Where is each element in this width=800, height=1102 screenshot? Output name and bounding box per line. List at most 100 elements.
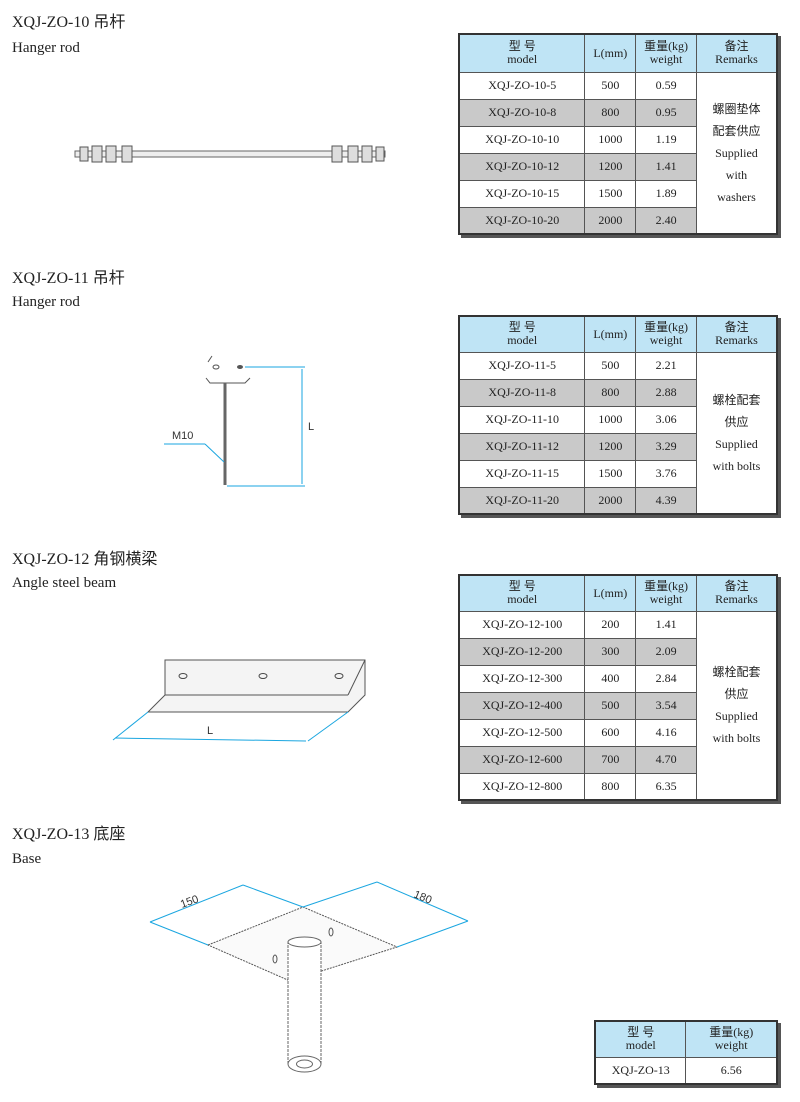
angle-steel-beam-drawing: L xyxy=(112,659,366,742)
table-cell: XQJ-ZO-12-300 xyxy=(458,664,586,693)
table-cell: XQJ-ZO-12-200 xyxy=(458,637,586,666)
table-cell: 2000 xyxy=(584,206,637,235)
table-cell: 0.59 xyxy=(635,71,697,100)
table-cell: 重量(kg)weight xyxy=(635,33,697,73)
dimension-label: 180 xyxy=(412,889,434,907)
table-cell: XQJ-ZO-12-800 xyxy=(458,772,586,801)
table-cell: L(mm) xyxy=(584,315,637,353)
section-subtitle: Hanger rod xyxy=(12,294,80,310)
section-title: XQJ-ZO-11 吊杆 xyxy=(12,270,125,287)
table-cell: L(mm) xyxy=(584,33,637,73)
table-cell: 700 xyxy=(584,745,637,774)
table-cell: washers xyxy=(717,189,756,204)
table-cell: 4.70 xyxy=(635,745,697,774)
table-cell: XQJ-ZO-10-15 xyxy=(458,179,586,208)
table-cell: XQJ-ZO-10-8 xyxy=(458,98,586,127)
table-cell: 6.35 xyxy=(635,772,697,801)
table-cell: Supplied xyxy=(715,709,758,724)
table-cell: XQJ-ZO-10-20 xyxy=(458,206,586,235)
table-cell: 1500 xyxy=(584,459,637,488)
table-cell: weight xyxy=(714,1038,748,1053)
section-title: XQJ-ZO-10 吊杆 xyxy=(12,14,126,31)
table-cell: XQJ-ZO-11-5 xyxy=(458,351,586,380)
length-label: L xyxy=(308,421,314,433)
table-cell: 螺栓配套 xyxy=(712,392,761,407)
table-cell: 型 号 xyxy=(508,39,536,54)
table-cell: 2000 xyxy=(584,486,637,515)
table-cell: 重量(kg) xyxy=(709,1025,754,1040)
table-cell: 2.21 xyxy=(635,351,697,380)
table-cell: XQJ-ZO-12-100 xyxy=(458,610,586,639)
table-cell: 3.54 xyxy=(635,691,697,720)
table-cell: 1.41 xyxy=(635,610,697,639)
table-cell: 2.09 xyxy=(635,637,697,666)
table-cell: 1.89 xyxy=(635,179,697,208)
table-cell: XQJ-ZO-11-8 xyxy=(458,378,586,407)
table-cell: 800 xyxy=(584,772,637,801)
table-cell: Remarks xyxy=(715,52,758,67)
table-cell: XQJ-ZO-11-20 xyxy=(458,486,586,515)
table-cell: 400 xyxy=(584,664,637,693)
table-cell: 6.56 xyxy=(685,1056,778,1085)
table-cell: model xyxy=(507,592,538,607)
table-cell: Supplied xyxy=(715,436,758,451)
table-cell: XQJ-ZO-10-10 xyxy=(458,125,586,154)
table-cell: with bolts xyxy=(712,458,761,473)
table-cell: 200 xyxy=(584,610,637,639)
table-cell: 重量(kg) xyxy=(644,579,689,594)
table-cell: XQJ-ZO-12-500 xyxy=(458,718,586,747)
table-cell: weight xyxy=(649,52,683,67)
table-cell: 重量(kg) xyxy=(644,39,689,54)
table-cell: 2.40 xyxy=(635,206,697,235)
table-cell: weight xyxy=(649,592,683,607)
table-cell: XQJ-ZO-10-5 xyxy=(458,71,586,100)
table-cell: 供应 xyxy=(724,687,749,702)
table-cell: 重量(kg)weight xyxy=(635,574,697,612)
dimension-label: 150 xyxy=(179,893,200,911)
table-cell: weight xyxy=(649,333,683,348)
base-drawing: 150 180 xyxy=(149,881,469,1073)
table-cell: Remarks xyxy=(715,592,758,607)
table-cell: Remarks xyxy=(715,333,758,348)
table-cell: 1500 xyxy=(584,179,637,208)
table-cell: XQJ-ZO-13 xyxy=(594,1056,687,1085)
table-cell: model xyxy=(507,52,538,67)
table-cell: 500 xyxy=(584,71,637,100)
section-title: XQJ-ZO-13 底座 xyxy=(12,826,126,843)
section-subtitle: Hanger rod xyxy=(12,40,80,56)
table-cell: 600 xyxy=(584,718,637,747)
table-cell: 1000 xyxy=(584,405,637,434)
hanger-rod-drawing xyxy=(74,145,386,163)
table-cell: 4.39 xyxy=(635,486,697,515)
table-cell: 重量(kg)weight xyxy=(635,315,697,353)
table-cell: 型 号 xyxy=(627,1025,655,1040)
section-title: XQJ-ZO-12 角钢横梁 xyxy=(12,551,158,568)
